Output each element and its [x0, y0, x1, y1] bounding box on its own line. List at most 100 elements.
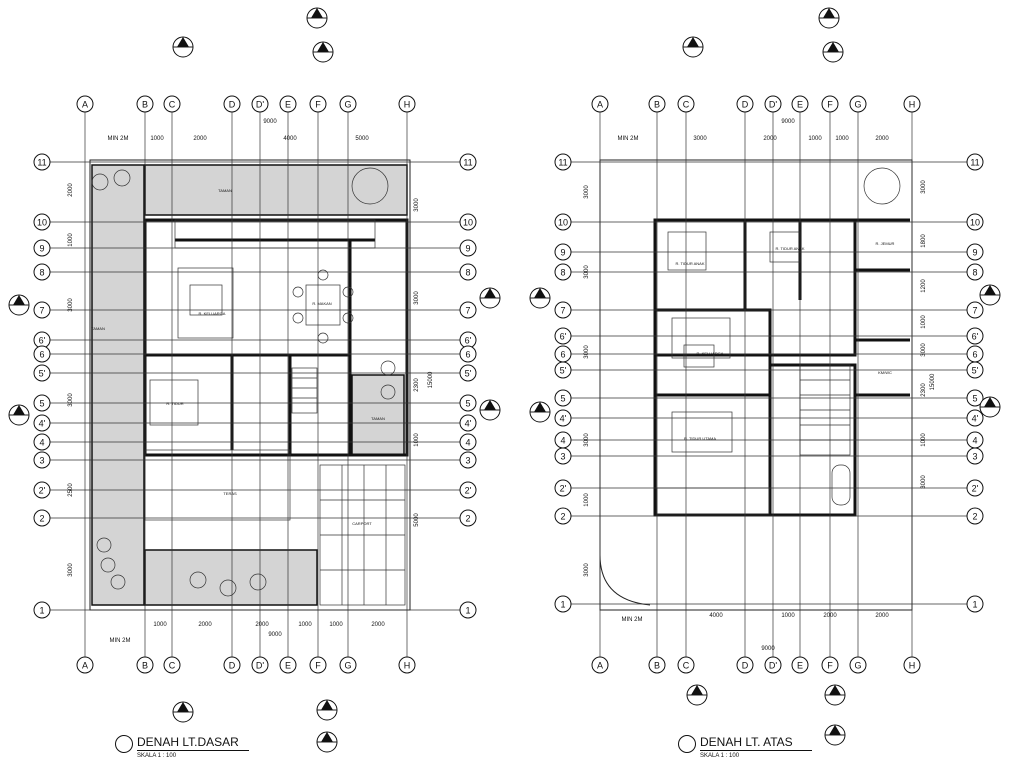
plan2-grid-col-D'-top: D' — [764, 95, 782, 113]
plan1-grid-row-4-left: 4 — [33, 433, 51, 451]
plan2-bottom-dim: 4000 — [709, 613, 723, 619]
svg-text:3: 3 — [560, 452, 565, 462]
plan2-grid-row-5'-left: 5' — [554, 361, 572, 379]
plan1-bottom-dim: 2000 — [198, 622, 212, 628]
garden-top — [144, 164, 408, 216]
svg-text:2: 2 — [972, 512, 977, 522]
plan1-top-total: 9000 — [263, 119, 277, 125]
plan2-right-dim: 3000 — [921, 343, 927, 357]
plan1-grid-row-2'-left: 2' — [33, 481, 51, 499]
plan1-grid-row-2'-right: 2' — [459, 481, 477, 499]
plan2-grid-row-5-left: 5 — [554, 389, 572, 407]
plan1-grid-col-F-bottom: F — [309, 656, 327, 674]
svg-text:3: 3 — [972, 452, 977, 462]
plan2-top-total: 9000 — [781, 119, 795, 125]
svg-text:11: 11 — [463, 158, 472, 168]
svg-text:2: 2 — [39, 514, 44, 524]
plan2-grid-col-A-bottom: A — [591, 656, 609, 674]
plan1-left-dim: 3000 — [68, 393, 74, 407]
svg-text:8: 8 — [39, 268, 44, 278]
plan2-grid-row-6'-right: 6' — [966, 327, 984, 345]
plan2-bottom-min: MIN 2M — [622, 617, 643, 623]
plan1-grid-col-F-top: F — [309, 95, 327, 113]
plan1-top-dim: 5000 — [355, 136, 369, 142]
plan1-bottom-dim: 1000 — [153, 622, 167, 628]
plan2-grid-row-6'-left: 6' — [554, 327, 572, 345]
plan2-room-label: R. TIDUR UTAMA — [684, 436, 716, 441]
plan1-left-dim: 1000 — [68, 233, 74, 247]
svg-text:5: 5 — [39, 399, 44, 409]
svg-text:E: E — [797, 100, 803, 110]
plan2-grid-row-5-right: 5 — [966, 389, 984, 407]
plan2-grid-col-F-top: F — [821, 95, 839, 113]
plan1-right-dim: 1000 — [414, 433, 420, 447]
plan2-room-label: R. JEMUR — [876, 241, 895, 246]
svg-text:5': 5' — [465, 369, 472, 379]
svg-text:E: E — [285, 100, 291, 110]
svg-text:H: H — [909, 100, 916, 110]
section-marker-icon — [529, 287, 551, 309]
plan1-grid-col-B-top: B — [136, 95, 154, 113]
plan2-bottom-total: 9000 — [761, 646, 775, 652]
plan1-grid-col-H-top: H — [398, 95, 416, 113]
plan2-grid-row-11-left: 11 — [554, 153, 572, 171]
plan1-room-label: R. TIDUR — [166, 401, 183, 406]
plan1-room-label: R. KELUARGA — [199, 311, 226, 316]
svg-text:8: 8 — [465, 268, 470, 278]
svg-text:A: A — [597, 661, 603, 671]
section-marker-icon — [824, 724, 846, 746]
plan1-scale: SKALA 1 : 100 — [137, 753, 177, 759]
plan2-grid-col-H-bottom: H — [903, 656, 921, 674]
plan1-grid-col-A-bottom: A — [76, 656, 94, 674]
plan1-grid-row-9-right: 9 — [459, 239, 477, 257]
svg-text:10: 10 — [558, 218, 568, 228]
plan1-left-dim: 3000 — [68, 563, 74, 577]
svg-text:7: 7 — [972, 306, 977, 316]
plan1-grid-row-9-left: 9 — [33, 239, 51, 257]
svg-text:B: B — [654, 100, 660, 110]
plan2-top-dim: 2000 — [875, 136, 889, 142]
svg-text:E: E — [797, 661, 803, 671]
svg-text:11: 11 — [558, 158, 567, 168]
plan1-grid-row-10-left: 10 — [33, 213, 51, 231]
plan2-room-label: R. TIDUR ANAK — [675, 261, 704, 266]
plan1-top-dim: 4000 — [283, 136, 297, 142]
plan2-bottom-dim: 2000 — [875, 613, 889, 619]
plan1-room-label: TAMAN — [371, 416, 385, 421]
svg-text:5: 5 — [560, 394, 565, 404]
garden-bottom — [144, 549, 318, 606]
plan1-grid-row-4-right: 4 — [459, 433, 477, 451]
svg-text:2: 2 — [560, 512, 565, 522]
plan1-grid-row-11-left: 11 — [33, 153, 51, 171]
plan1-title-block: DENAH LT.DASAR SKALA 1 : 100 — [115, 733, 295, 765]
svg-text:D: D — [229, 100, 236, 110]
plan2-grid-row-3-left: 3 — [554, 447, 572, 465]
plan2-top-dim: MIN 2M — [618, 136, 639, 142]
svg-text:2': 2' — [560, 484, 567, 494]
plan1-grid-row-7-left: 7 — [33, 301, 51, 319]
plan2-room-label: KM/WC — [878, 370, 892, 375]
plan2-grid-row-4'-right: 4' — [966, 409, 984, 427]
plan2-right-dim: 3000 — [921, 180, 927, 194]
plan2-title-block: DENAH LT. ATAS SKALA 1 : 100 — [678, 733, 858, 765]
plan1-grid-row-4'-left: 4' — [33, 414, 51, 432]
plan2-top-dim: 3000 — [693, 136, 707, 142]
svg-text:10: 10 — [463, 218, 473, 228]
svg-text:1: 1 — [465, 606, 470, 616]
plan2-grid-col-G-top: G — [849, 95, 867, 113]
svg-text:D': D' — [769, 661, 777, 671]
plan1-grid-col-G-top: G — [339, 95, 357, 113]
svg-text:D': D' — [769, 100, 777, 110]
svg-text:B: B — [142, 100, 148, 110]
plan1-right-total: 15000 — [428, 371, 434, 388]
plan1-grid-col-C-top: C — [163, 95, 181, 113]
plan1-grid-row-1-left: 1 — [33, 601, 51, 619]
plan2-grid-row-9-right: 9 — [966, 243, 984, 261]
svg-text:2': 2' — [465, 486, 472, 496]
svg-text:5': 5' — [560, 366, 567, 376]
plan2-grid-col-C-top: C — [677, 95, 695, 113]
plan1-room-label: TAMAN — [91, 326, 105, 331]
plan1-right-dim: 3000 — [414, 198, 420, 212]
plan2-grid-row-10-right: 10 — [966, 213, 984, 231]
plan2-right-dim: 1200 — [921, 279, 927, 293]
